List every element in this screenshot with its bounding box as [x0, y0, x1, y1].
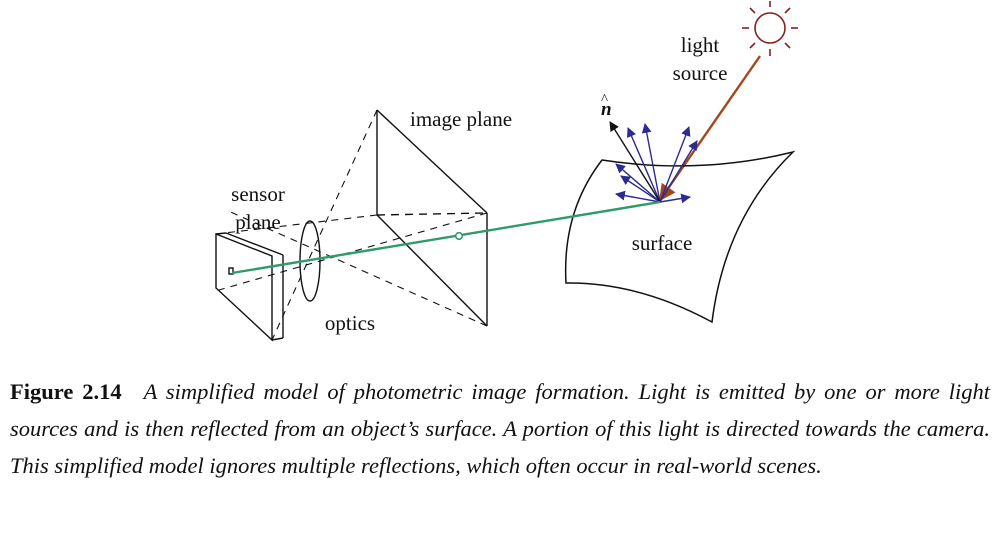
caption-text: A simplified model of photometric image …: [10, 379, 990, 478]
label-normal: n: [601, 99, 612, 120]
label-surface: surface: [632, 231, 693, 255]
label-light-source-1: light: [681, 33, 720, 57]
surface-patch: [564, 150, 796, 324]
incident-light-ray: [659, 55, 761, 202]
reflected-rays: [615, 123, 698, 204]
image-point: [454, 231, 464, 241]
photometric-model-diagram: light source n ^ image plane sensor plan…: [215, 1, 798, 342]
surface-normal-arrow: [609, 121, 661, 203]
viewing-ray: [231, 200, 661, 275]
sun-icon: [742, 1, 798, 56]
label-optics: optics: [325, 311, 375, 335]
label-normal-hat: ^: [601, 92, 608, 108]
label-light-source-2: source: [673, 61, 728, 85]
label-sensor-plane-1: sensor: [231, 182, 285, 206]
projection-lines: [215, 109, 488, 341]
label-image-plane: image plane: [410, 107, 512, 131]
label-sensor-plane-2: plane: [235, 210, 280, 234]
image-plane-frustum: [376, 109, 488, 327]
caption-number: Figure 2.14: [10, 379, 122, 404]
sensor-plane: [215, 232, 284, 342]
